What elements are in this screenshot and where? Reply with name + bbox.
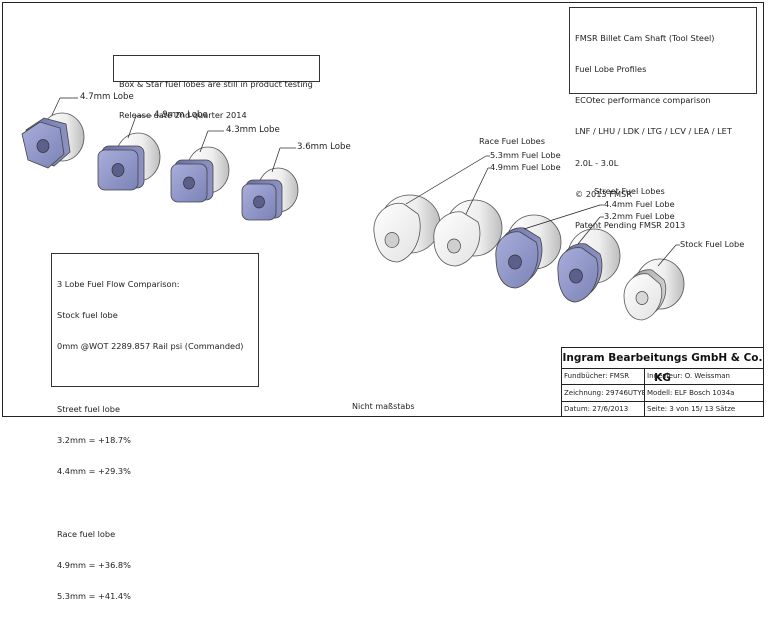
comparison-line [57,372,253,382]
lobe-race-53 [373,194,441,263]
model-cell: Modell: ELF Bosch 1034a [644,385,763,401]
drawing-sheet: FMSR Billet Cam Shaft (Tool Steel) Fuel … [2,2,764,601]
spec-note-line: © 2013 FMSR [575,188,632,199]
comparison-line: 5.3mm = +41.4% [57,590,131,601]
page-cell: Seite: 3 von 15/ 13 Sätze [644,401,763,417]
label-street-44: 4.4mm Fuel Lobe [604,199,675,209]
lobe-street-44 [495,214,562,289]
lobe-illustration [21,97,685,321]
comparison-line: 3 Lobe Fuel Flow Comparison: [57,278,180,289]
comparison-line: Street fuel lobe [57,403,120,414]
leader-lines [51,97,680,267]
comparison-line: 4.4mm = +29.3% [57,466,131,477]
spec-note-line: FMSR Billet Cam Shaft (Tool Steel) [575,32,715,43]
lobe-race-49 [433,199,503,267]
label-star-47: 4.7mm Lobe [80,92,134,102]
label-stock: Stock Fuel Lobe [680,239,745,249]
lobe-street-32 [557,228,621,303]
drawing-number-cell: Zeichnung: 29746UTYE0 [564,389,644,397]
lobe-box-49 [97,132,161,191]
spec-note-line: LNF / LHU / LDK / LTG / LCV / LEA / LET [575,126,732,137]
title-block-row: Fundbücher: FMSR Ingenieur: O. Weissman [562,368,763,385]
label-street-32: 3.2mm Fuel Lobe [604,211,675,221]
title-block-row: Zeichnung: 29746UTYE0 Modell: ELF Bosch … [562,385,763,402]
testing-note-line: Release date 2nd quarter 2014 [119,110,247,121]
spec-note-line: Fuel Lobe Profiles [575,64,647,75]
spec-note-line: 2.0L - 3.0L [575,157,619,168]
comparison-line: 0mm @WOT 2289.857 Rail psi (Commanded) [57,341,244,352]
label-race-53: 5.3mm Fuel Lobe [490,150,561,160]
fundbuecher-cell: Fundbücher: FMSR [564,372,630,380]
label-race-49: 4.9mm Fuel Lobe [490,162,561,172]
date-cell: Datum: 27/6/2013 [564,405,629,413]
label-box-49: 4.9mm Lobe [154,110,208,120]
comparison-line: Stock fuel lobe [57,310,118,321]
label-race-title: Race Fuel Lobes [479,136,545,146]
comparison-line: Race fuel lobe [57,528,116,539]
company-name: Ingram Bearbeitungs GmbH & Co. KG [562,348,763,384]
title-block: Ingram Bearbeitungs GmbH & Co. KG Fundbü… [561,347,764,417]
testing-note: Box & Star fuel lobes are still in produ… [113,55,320,120]
comparison-line: 4.9mm = +36.8% [57,559,131,570]
flow-comparison-note: 3 Lobe Fuel Flow Comparison: Stock fuel … [51,253,259,601]
comparison-line: 3.2mm = +18.7% [57,434,131,445]
drawing-border [2,2,764,417]
engineer-cell: Ingenieur: O. Weissman [644,368,763,384]
spec-note: FMSR Billet Cam Shaft (Tool Steel) Fuel … [569,7,757,230]
label-box-43: 4.3mm Lobe [226,125,280,135]
spec-note-line: Patent Pending FMSR 2013 [575,220,686,231]
title-block-row: Datum: 27/6/2013 Seite: 3 von 15/ 13 Sät… [562,401,763,417]
lobe-star-47 [21,112,85,169]
lobe-box-43 [170,146,230,203]
spec-note-line: ECOtec performance comparison [575,95,711,106]
scale-note: Nicht maßstabs [352,402,415,411]
comparison-line [57,497,253,507]
label-box-36: 3.6mm Lobe [297,142,351,152]
lobe-box-36 [241,167,299,221]
lobe-stock [623,258,685,321]
label-street-title: Street Fuel Lobes [594,186,665,196]
testing-note-line: Box & Star fuel lobes are still in produ… [119,78,313,89]
